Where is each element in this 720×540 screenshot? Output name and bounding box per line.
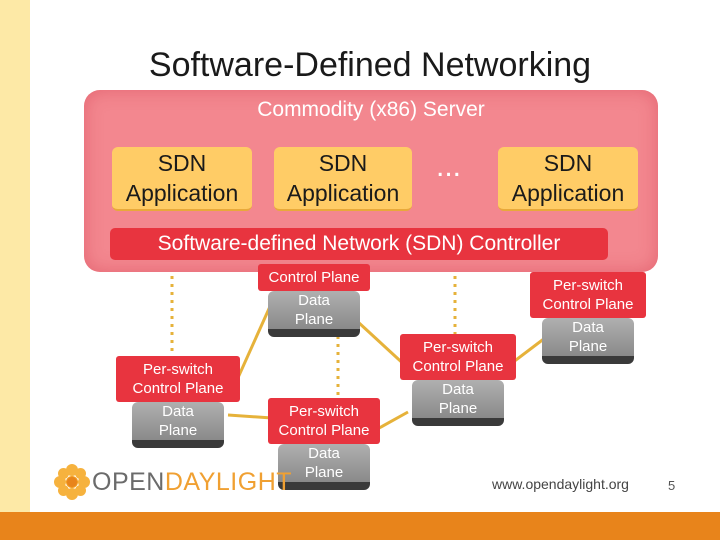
logo-part-daylight: DAYLIGHT — [164, 468, 293, 496]
app-line1: SDN — [543, 150, 593, 176]
control-plane: Control Plane — [258, 264, 370, 291]
website-url: www.opendaylight.org — [492, 476, 629, 492]
logo-part-open: OPEN — [92, 468, 165, 496]
opendaylight-flower-icon — [54, 464, 90, 500]
data-link — [356, 320, 410, 370]
sdn-application-1: SDN Application — [112, 147, 252, 211]
data-link — [227, 413, 273, 420]
apps-ellipsis: ... — [436, 150, 462, 183]
sdn-application-2: SDN Application — [274, 147, 412, 211]
sdn-application-3: SDN Application — [498, 147, 638, 211]
opendaylight-logo: OPENDAYLIGHT — [92, 468, 292, 497]
sdn-controller: Software-defined Network (SDN) Controlle… — [110, 228, 608, 260]
slide-title: Software-Defined Networking — [148, 46, 592, 84]
app-line1: SDN — [157, 150, 207, 176]
app-line1: SDN — [318, 150, 368, 176]
page-number: 5 — [668, 478, 676, 493]
server-label: Commodity (x86) Server — [257, 98, 485, 121]
bottom-bar — [0, 512, 720, 540]
app-line2: Application — [511, 180, 625, 206]
app-line2: Application — [286, 180, 400, 206]
left-accent-bar — [0, 0, 30, 540]
app-line2: Application — [125, 180, 239, 206]
